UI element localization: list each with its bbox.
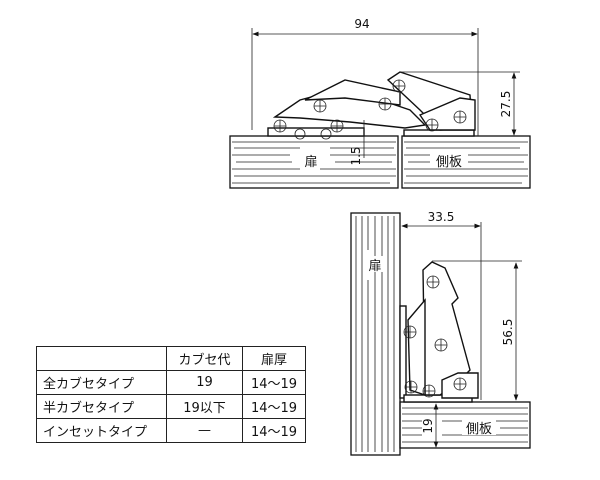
door-label-side: 扉 <box>368 258 381 274</box>
table-cell: — <box>166 418 243 443</box>
table-row: 半カブセタイプ 19以下 14〜19 <box>36 394 306 419</box>
table-cell: 全カブセタイプ <box>36 370 167 395</box>
dimension-19: 19 <box>421 403 439 448</box>
table-cell: 14〜19 <box>242 418 306 443</box>
hinge-top <box>267 71 476 140</box>
table-header-row: カブセ代 扉厚 <box>36 346 306 371</box>
depth-dim-label: 33.5 <box>428 210 455 224</box>
side-panel-label: 側板 <box>436 155 462 170</box>
width-dim-label: 94 <box>354 17 369 31</box>
side-view: 扉 側板 33.5 56.5 <box>350 210 531 456</box>
gap-dim-label: 1.5 <box>349 146 363 165</box>
table-row: 全カブセタイプ 19 14〜19 <box>36 370 306 395</box>
table-row: インセットタイプ — 14〜19 <box>36 418 306 443</box>
table-header-cell: 扉厚 <box>242 346 306 371</box>
top-view: 94 27.5 1.5 扉 側板 <box>229 17 531 189</box>
table-header-cell: カブセ代 <box>166 346 243 371</box>
hinge-side <box>399 261 479 403</box>
height-dim-label: 27.5 <box>499 91 513 118</box>
table-header-cell <box>36 346 167 371</box>
dimension-27-5: 27.5 <box>400 71 520 136</box>
height-dim-label-side: 56.5 <box>501 319 515 346</box>
side-panel-label-side: 側板 <box>466 422 492 437</box>
spec-table: カブセ代 扉厚 全カブセタイプ 19 14〜19 半カブセタイプ 19以下 14… <box>36 346 306 443</box>
table-cell: 14〜19 <box>242 394 306 419</box>
wood-grain <box>232 141 528 184</box>
dimension-56-5: 56.5 <box>432 260 522 401</box>
door-label: 扉 <box>304 154 317 170</box>
wood-grain-vertical <box>355 216 395 452</box>
door-board-vertical <box>350 212 401 456</box>
dimension-1-5: 1.5 <box>349 120 365 166</box>
table-cell: 14〜19 <box>242 370 306 395</box>
dimension-94: 94 <box>251 17 479 136</box>
table-cell: 半カブセタイプ <box>36 394 167 419</box>
dimension-33-5: 33.5 <box>401 210 482 400</box>
table-cell: 19以下 <box>166 394 243 419</box>
thickness-dim-label: 19 <box>421 418 435 433</box>
table-cell: 19 <box>166 370 243 395</box>
table-cell: インセットタイプ <box>36 418 167 443</box>
